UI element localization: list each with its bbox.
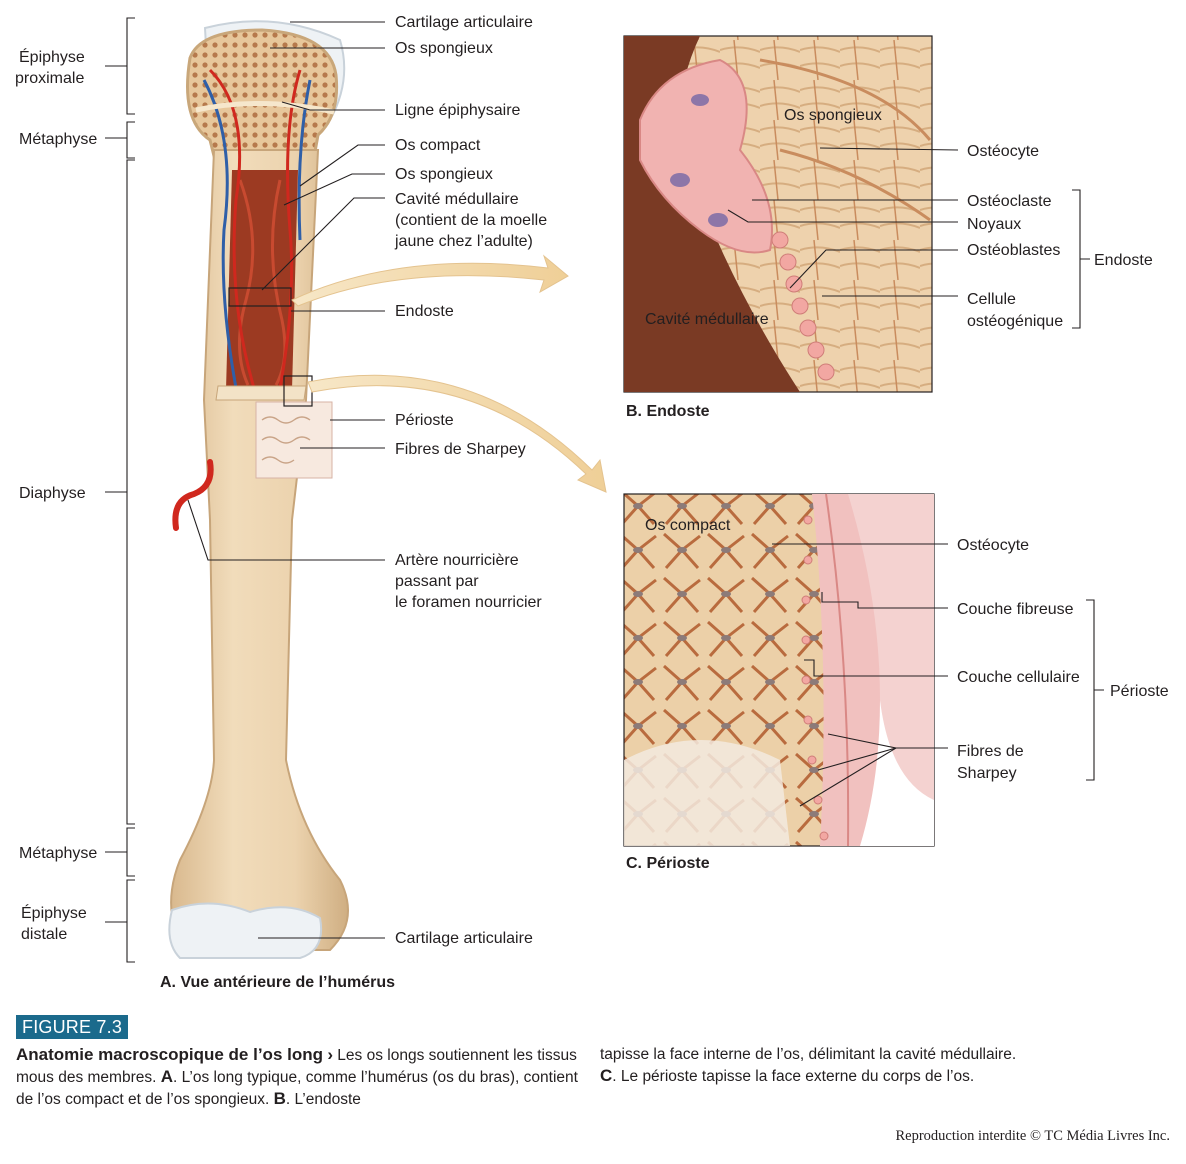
cartilage-bottom-shape (168, 902, 322, 959)
caption-c-marker: C (600, 1066, 613, 1085)
label-artere-2: passant par (395, 573, 479, 590)
label-diaphyse: Diaphyse (19, 485, 86, 502)
endosteum-zoom-box (228, 287, 292, 307)
label-cavite-3: jaune chez l’adulte) (394, 233, 533, 250)
humerus-leaders (187, 21, 385, 939)
label-c-fibres-1: Fibres de (957, 743, 1024, 760)
caption-c-text: . Le périoste tapisse la face externe du… (612, 1068, 975, 1085)
medullary-cavity (226, 170, 298, 390)
caption-arrow: › (327, 1045, 333, 1064)
label-c-perioste-group: Périoste (1110, 683, 1169, 700)
label-epiphyse-distale-1: Épiphyse (21, 903, 87, 922)
label-b-noyaux: Noyaux (967, 216, 1021, 233)
panel-a-title: A. Vue antérieure de l’humérus (160, 974, 395, 991)
caption-left-text: Les os longs soutiennent les tissus mous… (16, 1047, 577, 1086)
label-b-cellule-1: Cellule (967, 291, 1016, 308)
label-b-cellule-2: ostéogénique (967, 313, 1063, 330)
arrow-to-perioste (307, 374, 607, 493)
label-b-os-spongieux: Os spongieux (784, 107, 882, 124)
label-epiphyse-distale-2: distale (21, 926, 67, 943)
humerus-illustration (168, 20, 349, 959)
label-artere-3: le foramen nourricier (395, 594, 542, 611)
label-epiphyse-proximale-1: Épiphyse (19, 47, 85, 66)
humerus-shaft (170, 149, 349, 951)
caption-b-text: . L’endoste (285, 1091, 361, 1108)
label-artere-1: Artère nourricière (395, 552, 519, 569)
label-endoste: Endoste (395, 303, 454, 320)
label-epiphyse-proximale-2: proximale (15, 70, 84, 87)
label-perioste: Périoste (395, 412, 454, 429)
panel-b-title: B. Endoste (626, 403, 710, 420)
caption-a-marker: A (160, 1067, 174, 1086)
nutrient-artery (172, 459, 214, 531)
panel-c-title: C. Périoste (626, 855, 710, 872)
left-labels: Épiphyse proximale Métaphyse Diaphyse Mé… (15, 47, 97, 943)
label-cavite-1: Cavité médullaire (395, 191, 519, 208)
label-b-osteoblastes: Ostéoblastes (967, 242, 1060, 259)
label-cartilage-top: Cartilage articulaire (395, 14, 533, 31)
figure-number-badge: FIGURE 7.3 (16, 1015, 129, 1039)
artery-vessel (208, 68, 256, 389)
panel-c-labels: Os compact Ostéocyte Couche fibreuse Cou… (645, 517, 1169, 807)
label-c-couche-cellulaire: Couche cellulaire (957, 669, 1080, 686)
label-b-endoste-group: Endoste (1094, 252, 1153, 269)
panel-b-labels: Os spongieux Cavité médullaire Ostéocyte… (645, 107, 1153, 330)
label-b-osteocyte: Ostéocyte (967, 143, 1039, 160)
label-os-compact: Os compact (395, 137, 481, 154)
label-c-osteocyte: Ostéocyte (957, 537, 1029, 554)
copyright-credit: Reproduction interdite © TC Média Livres… (895, 1128, 1170, 1144)
vein-vessel (202, 79, 238, 389)
panel-b-image (623, 35, 933, 393)
label-cartilage-bottom: Cartilage articulaire (395, 930, 533, 947)
label-c-os-compact: Os compact (645, 517, 731, 534)
humerus-labels: Cartilage articulaire Os spongieux Ligne… (394, 14, 547, 947)
label-metaphyse-top: Métaphyse (19, 131, 97, 148)
caption-left-column: Anatomie macroscopique de l’os long › Le… (16, 1044, 586, 1110)
label-os-spongieux-1: Os spongieux (395, 40, 493, 57)
arrow-to-endoste (291, 254, 569, 307)
caption-b-marker: B (273, 1089, 286, 1108)
caption-a-text: . L’os long typique, comme l’humérus (os… (16, 1069, 578, 1108)
label-c-couche-fibreuse: Couche fibreuse (957, 601, 1074, 618)
epiphyseal-line (195, 101, 335, 115)
label-c-fibres-2: Sharpey (957, 765, 1017, 782)
label-b-cavite: Cavité médullaire (645, 311, 769, 328)
label-metaphyse-bottom: Métaphyse (19, 845, 97, 862)
bone-anatomy-figure: Épiphyse proximale Métaphyse Diaphyse Mé… (15, 14, 1169, 991)
label-fibres-sharpey: Fibres de Sharpey (395, 441, 526, 458)
caption-right-column: tapisse la face interne de l’os, délimit… (600, 1044, 1180, 1087)
label-cavite-2: (contient de la moelle (395, 212, 547, 229)
caption-title: Anatomie macroscopique de l’os long (16, 1045, 323, 1064)
label-ligne-epiphysaire: Ligne épiphysaire (395, 102, 521, 119)
caption-right-text: tapisse la face interne de l’os, délimit… (600, 1046, 1017, 1063)
panel-c-image (623, 493, 935, 847)
label-b-osteoclaste: Ostéoclaste (967, 193, 1052, 210)
left-brackets (105, 17, 135, 963)
label-os-spongieux-2: Os spongieux (395, 166, 493, 183)
